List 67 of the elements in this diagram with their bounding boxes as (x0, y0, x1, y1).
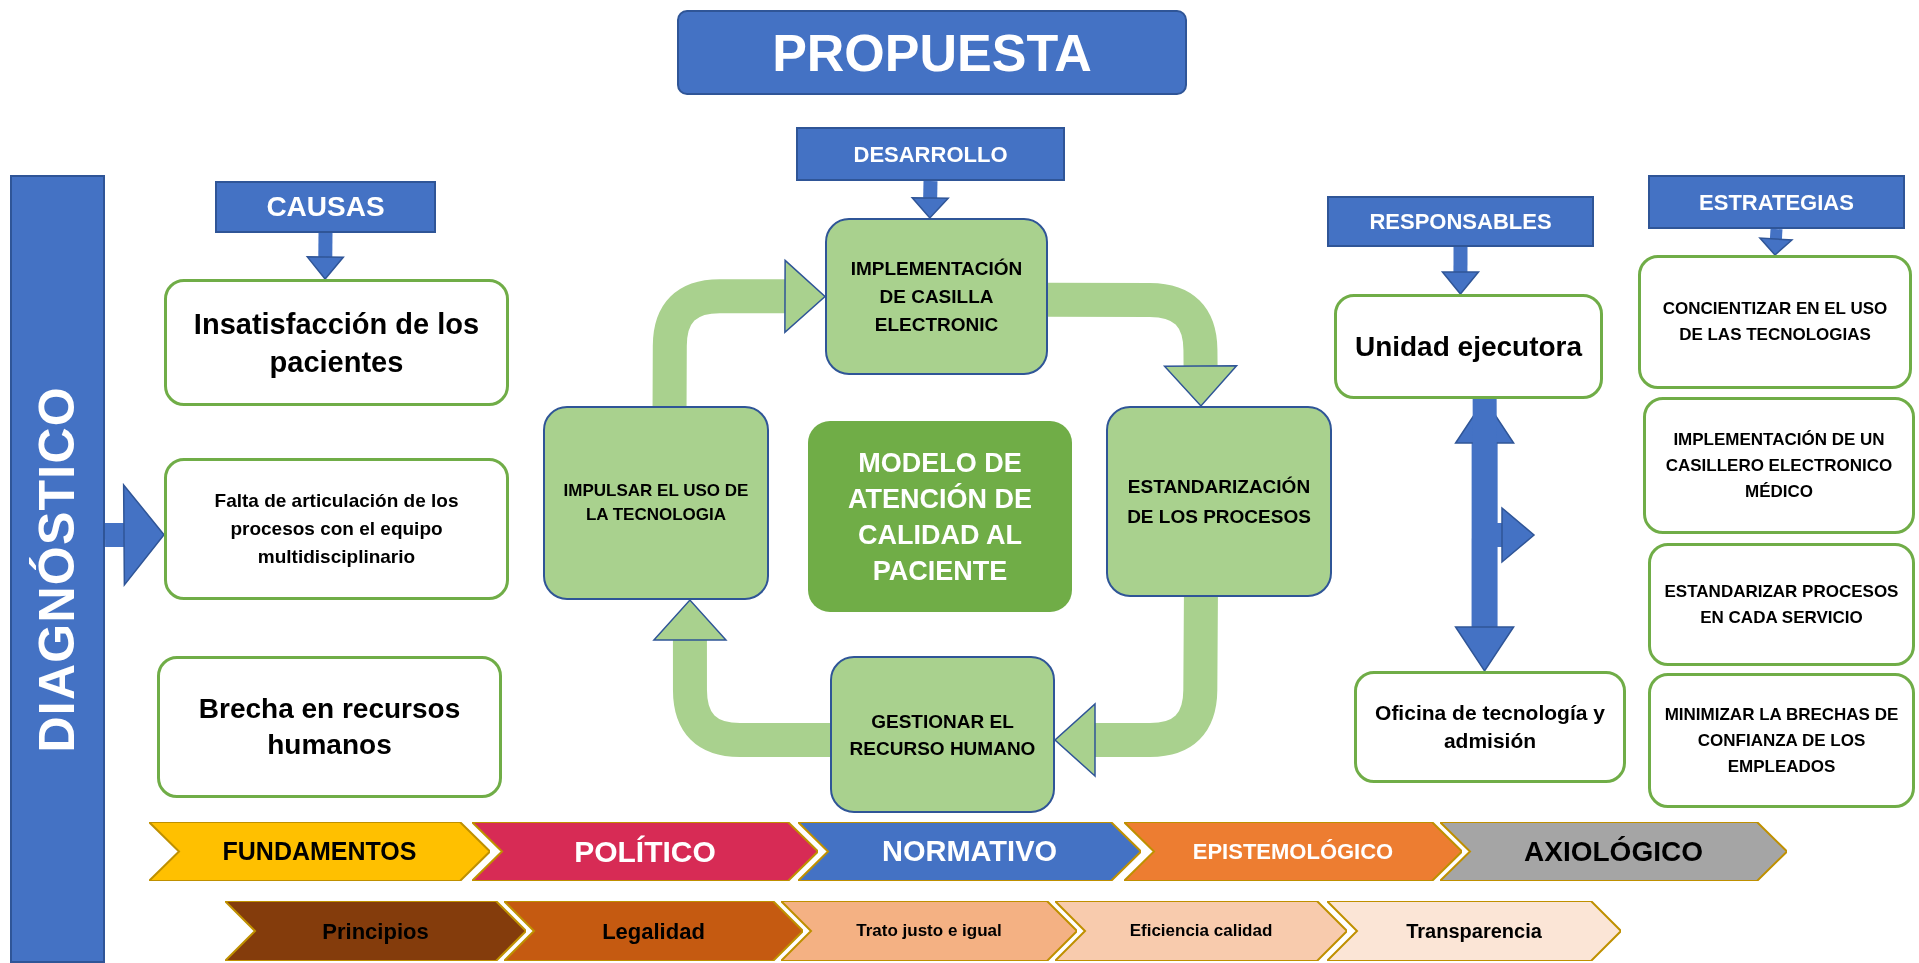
cause-card (157, 656, 502, 798)
label-text: GESTIONAR EL RECURSO HUMANO (848, 709, 1037, 761)
label-text: Unidad ejecutora (1354, 329, 1583, 364)
header-banner (1327, 196, 1594, 247)
label-text: RESPONSABLES (1369, 208, 1552, 236)
strategy-card (1638, 255, 1912, 389)
chevron-banner (504, 901, 803, 961)
strategy-card (1648, 543, 1915, 666)
block-arrow (911, 180, 949, 219)
process-card (830, 656, 1055, 813)
strategy-card (1643, 397, 1915, 534)
header-banner (796, 127, 1065, 181)
block-arrow (104, 484, 165, 586)
label-text: CONCIENTIZAR EN EL USO DE LAS TECNOLOGIAS (1661, 298, 1889, 346)
chevron-banner (1440, 822, 1787, 881)
label-text: ESTANDARIZAR PROCESOS EN CADA SERVICIO (1663, 580, 1900, 629)
label-text: IMPULSAR EL USO DE LA TECNOLOGIA (562, 480, 750, 526)
vertical-banner (10, 175, 105, 963)
label-text: DESARROLLO (853, 140, 1008, 169)
strategy-card (1648, 673, 1915, 808)
chevron-banner (1124, 822, 1462, 881)
block-arrow (1441, 247, 1480, 295)
cause-card (164, 458, 509, 600)
label-text: POLÍTICO (574, 834, 716, 870)
label-text: Principios (322, 917, 429, 946)
label-text: Eficiencia calidad (1129, 920, 1273, 943)
label-text: Transparencia (1406, 919, 1542, 944)
label-text: FUNDAMENTOS (222, 835, 417, 867)
header-banner (215, 181, 436, 233)
label-text: AXIOLÓGICO (1524, 834, 1703, 869)
process-card (825, 218, 1048, 375)
responsible-card (1334, 294, 1603, 399)
title-banner (677, 10, 1187, 95)
label-text: IMPLEMENTACIÓN DE CASILLA ELECTRONIC (849, 256, 1024, 337)
block-arrow (1047, 282, 1238, 407)
label-text: Legalidad (602, 917, 705, 946)
label-text: Trato justo e igual (856, 920, 1002, 943)
process-card (1106, 406, 1332, 597)
model-card (808, 421, 1072, 612)
responsible-card (1354, 671, 1626, 783)
chevron-banner (781, 901, 1077, 961)
label-text: Oficina de tecnología y admisión (1374, 700, 1606, 754)
label-text: Brecha en recursos humanos (197, 692, 462, 762)
label-text: Falta de articulación de los procesos con el equipo multidisciplinario (213, 489, 460, 569)
chevron-banner (149, 822, 490, 881)
chevron-banner (225, 901, 526, 961)
chevron-banner (1055, 901, 1347, 961)
label-text: MINIMIZAR LA BRECHAS DE CONFIANZA DE LOS EMPLEADOS (1663, 703, 1900, 778)
block-arrow (1759, 228, 1793, 256)
cause-card (164, 279, 509, 406)
block-arrow (306, 232, 345, 280)
label-text: Insatisfacción de los pacientes (192, 306, 481, 380)
label-text: MODELO DE ATENCIÓN DE CALIDAD AL PACIENTE (847, 446, 1033, 588)
label-text: ESTANDARIZACIÓN DE LOS PROCESOS (1126, 474, 1312, 529)
label-text: PROPUESTA (772, 22, 1092, 84)
label-text: IMPLEMENTACIÓN DE UN CASILLERO ELECTRONICO MÉDICO (1664, 428, 1894, 503)
chevron-banner (798, 822, 1141, 881)
header-banner (1648, 175, 1905, 229)
label-text: NORMATIVO (881, 833, 1058, 869)
chevron-banner (472, 822, 818, 881)
label-text: DIAGNÓSTICO (28, 385, 86, 753)
label-text: ESTRATEGIAS (1699, 188, 1854, 217)
block-arrow (1054, 596, 1218, 777)
label-text: EPISTEMOLÓGICO (1192, 838, 1394, 866)
process-card (543, 406, 769, 600)
chevron-banner (1327, 901, 1621, 961)
label-text: CAUSAS (266, 190, 385, 224)
